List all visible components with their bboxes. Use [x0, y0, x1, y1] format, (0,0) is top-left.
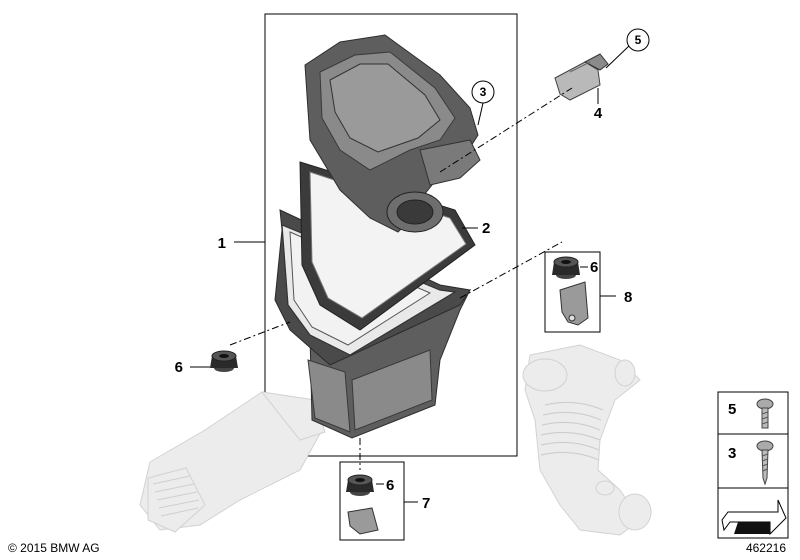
callout-8: 8	[624, 289, 632, 306]
callout-1: 1	[218, 235, 226, 252]
legend-label-3: 3	[728, 445, 736, 462]
mounting-bracket-7	[347, 507, 379, 535]
intake-hose-bellows	[522, 344, 652, 536]
arrow-icon	[721, 499, 787, 536]
callout-5: 5	[635, 33, 642, 47]
copyright-text: © 2015 BMW AG	[8, 541, 100, 555]
callout-5-circle	[626, 28, 650, 52]
bracket-group-7	[339, 461, 405, 541]
rubber-mount-bottom	[346, 474, 374, 496]
callout-6-left: 6	[175, 359, 183, 376]
rubber-mount-left	[210, 350, 238, 372]
callout-4: 4	[594, 105, 603, 122]
air-filter-housing-cover	[304, 34, 481, 233]
assembly-frame	[264, 13, 518, 457]
legend-label-5: 5	[728, 401, 736, 418]
screw-3-icon	[756, 440, 774, 486]
callout-3: 3	[480, 85, 487, 99]
callout-2: 2	[482, 220, 490, 237]
callout-6-bottom: 6	[386, 477, 394, 494]
mounting-bracket-8	[559, 281, 589, 326]
callout-6-right: 6	[590, 259, 598, 276]
fastener-legend: 5 3	[717, 391, 789, 539]
screw-5-icon	[756, 398, 774, 429]
intake-duct-snorkel	[139, 391, 326, 533]
rubber-mount-right	[552, 256, 580, 279]
callout-7: 7	[422, 495, 430, 512]
callout-3-circle	[471, 80, 495, 104]
air-mass-sensor	[554, 53, 609, 101]
diagram-number: 462216	[746, 541, 786, 555]
bracket-group-8	[544, 251, 601, 333]
